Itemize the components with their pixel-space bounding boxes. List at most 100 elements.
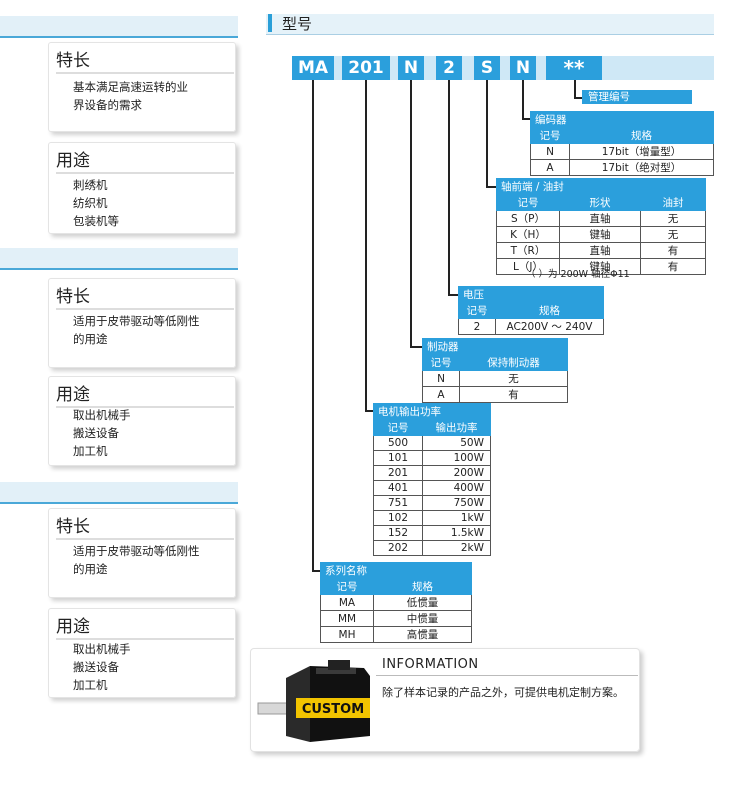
cell: 101 (373, 450, 423, 466)
table-row: T（R） 直轴 有 (496, 242, 706, 259)
features-card-2: 特长 适用于皮带驱动等低刚性 的用途 (48, 278, 236, 368)
cell: 1.5kW (422, 525, 491, 541)
cell: 17bit（绝对型） (569, 159, 714, 176)
text-line: 加工机 (73, 444, 108, 458)
cell: 无 (640, 226, 706, 243)
cell: 中惯量 (373, 610, 472, 627)
cell: 直轴 (559, 242, 641, 259)
text-line: 搬送设备 (73, 426, 119, 440)
brake-table: 制动器 记号 保持制动器 N 无 A 有 (422, 338, 568, 403)
connector (365, 410, 373, 412)
features-title: 特长 (56, 51, 90, 71)
column-header: 记号 (496, 194, 560, 211)
shaft-note: （ ）为 200W 轴径Φ11 (526, 269, 630, 280)
features-text: 适用于皮带驱动等低刚性 的用途 (73, 312, 200, 348)
cell: A (422, 386, 460, 403)
text-line: 纺织机 (73, 196, 108, 210)
cell: 高惯量 (373, 626, 472, 643)
column-header: 油封 (640, 194, 706, 211)
divider (56, 406, 234, 408)
cell: MA (320, 594, 374, 611)
column-header: 输出功率 (422, 419, 491, 436)
cell: 有 (459, 386, 568, 403)
connector (410, 80, 412, 346)
cell: 50W (422, 435, 491, 451)
divider (376, 675, 638, 676)
cell: 低惯量 (373, 594, 472, 611)
connector (522, 80, 524, 118)
cell: 有 (640, 258, 706, 275)
connector (486, 186, 496, 188)
features-text: 适用于皮带驱动等低刚性 的用途 (73, 542, 200, 578)
cell: 400W (422, 480, 491, 496)
text-line: 适用于皮带驱动等低刚性 (73, 314, 200, 328)
features-card-3: 特长 适用于皮带驱动等低刚性 的用途 (48, 508, 236, 598)
text-line: 刺绣机 (73, 178, 108, 192)
cell: 1kW (422, 510, 491, 526)
table-row: N 无 (422, 370, 568, 387)
voltage-table: 电压 记号 规格 2 AC200V ～ 240V (458, 286, 604, 335)
cell: AC200V ～ 240V (495, 318, 604, 335)
table-title: 编码器 (530, 111, 714, 128)
connector (312, 570, 320, 572)
cell: T（R） (496, 242, 560, 259)
column-header: 记号 (422, 354, 460, 371)
column-header: 记号 (530, 127, 570, 144)
code-encoder: N (510, 56, 536, 80)
divider (56, 538, 234, 540)
cell: 152 (373, 525, 423, 541)
cell: MH (320, 626, 374, 643)
connector (365, 80, 367, 410)
connector (448, 80, 450, 294)
features-title: 特长 (56, 287, 90, 307)
model-title: 型号 (282, 15, 313, 33)
shaft-table: 轴前端 / 油封 记号 形状 油封 S（P） 直轴 无 K（H） 键轴 无 T（… (496, 178, 706, 275)
text-line: 包装机等 (73, 214, 119, 228)
uses-title: 用途 (56, 617, 90, 637)
connector (574, 80, 576, 97)
table-title: 电机输出功率 (373, 403, 491, 420)
custom-label: CUSTOM (302, 702, 364, 717)
code-series: MA (292, 56, 334, 80)
text-line: 搬送设备 (73, 660, 119, 674)
table-row: N 17bit（增量型） (530, 143, 714, 160)
cell: 无 (640, 210, 706, 227)
table-row: 2 AC200V ～ 240V (458, 318, 604, 335)
text-line: 取出机械手 (73, 408, 131, 422)
table-title: 电压 (458, 286, 604, 303)
cell: A (530, 159, 570, 176)
uses-text: 取出机械手 搬送设备 加工机 (73, 406, 131, 460)
cell: S（P） (496, 210, 560, 227)
cell: L（J） (496, 258, 560, 275)
divider (266, 34, 714, 35)
column-header: 记号 (373, 419, 423, 436)
custom-motor-image: CUSTOM (257, 660, 370, 742)
cell: N (530, 143, 570, 160)
divider (56, 638, 234, 640)
connector (574, 97, 582, 99)
divider (56, 172, 234, 174)
column-header: 保持制动器 (459, 354, 568, 371)
cell: 2 (458, 318, 496, 335)
table-title: 制动器 (422, 338, 568, 355)
features-text: 基本满足高速运转的业 界设备的需求 (73, 78, 188, 114)
connector (522, 118, 530, 120)
mgmt-label: 管理编号 (582, 90, 692, 104)
cell: 500 (373, 435, 423, 451)
column-header: 形状 (559, 194, 641, 211)
cell: 401 (373, 480, 423, 496)
table-row: S（P） 直轴 无 (496, 210, 706, 227)
cell: MM (320, 610, 374, 627)
table-row: A 17bit（绝对型） (530, 159, 714, 176)
cell: 100W (422, 450, 491, 466)
uses-card-3: 用途 取出机械手 搬送设备 加工机 (48, 608, 236, 698)
cell: 键轴 (559, 258, 641, 275)
cell: 751 (373, 495, 423, 511)
information-title: INFORMATION (382, 657, 479, 672)
